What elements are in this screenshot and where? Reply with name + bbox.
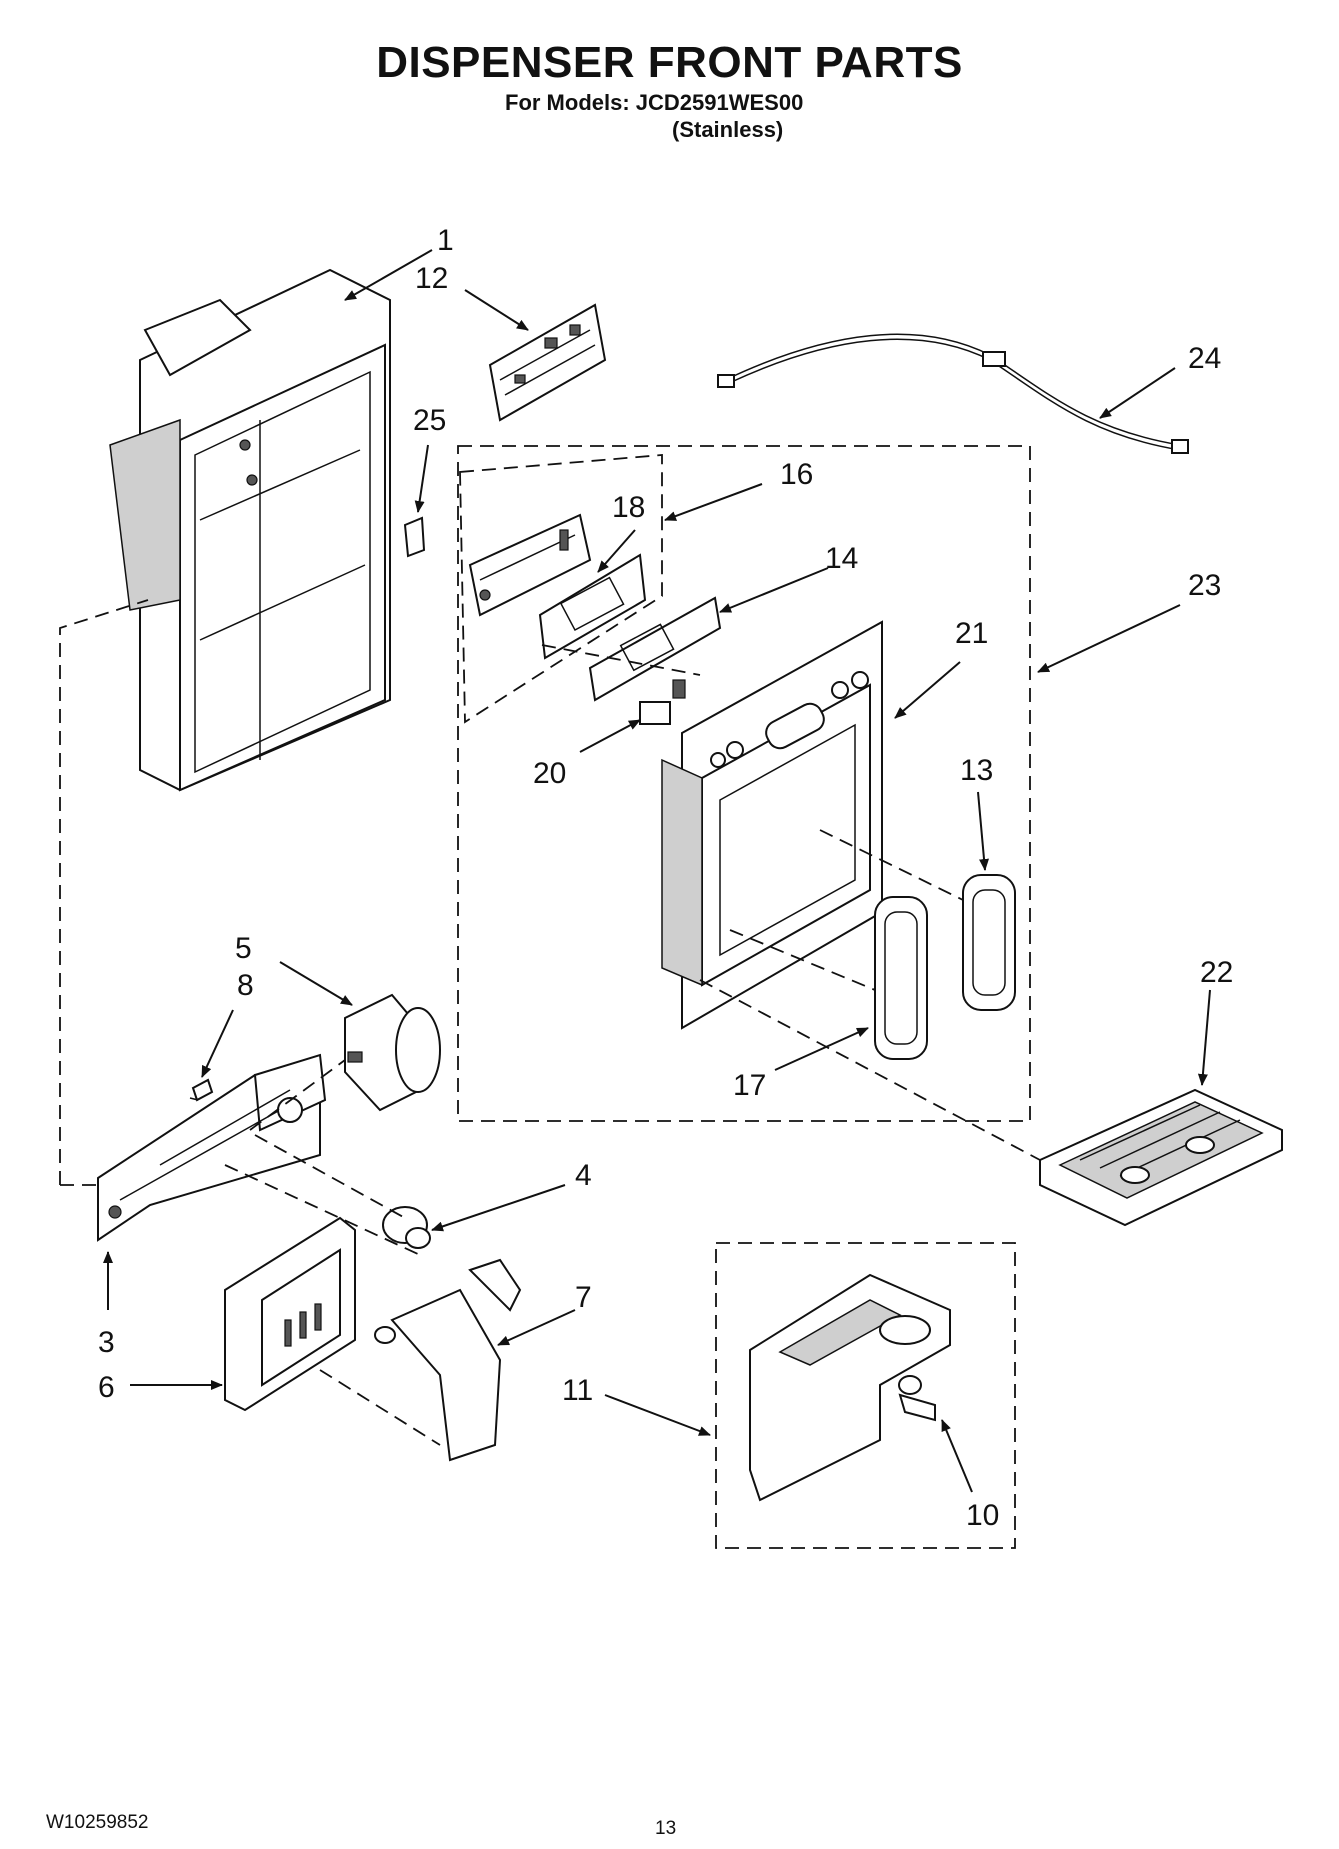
callout-16: 16: [780, 458, 813, 491]
part-25-tag: [403, 516, 426, 558]
callout-23: 23: [1188, 569, 1221, 602]
assembly-16-box: [459, 454, 663, 724]
callout-12: 12: [415, 262, 448, 295]
part-14-bracket: [538, 553, 722, 702]
callout-24: 24: [1188, 342, 1221, 375]
document-number: W10259852: [46, 1812, 149, 1833]
part-4-hub: [382, 1206, 431, 1249]
part-13-pad: [962, 874, 1016, 1011]
assembly-23-box: [457, 445, 1031, 1122]
part-7-actuator: [374, 1258, 522, 1462]
part-17-pad: [874, 896, 928, 1060]
page-number: 13: [655, 1818, 677, 1839]
part-24-wire-harness: [717, 333, 1189, 454]
part-18-ui-board: [468, 513, 592, 617]
callout-10: 10: [966, 1499, 999, 1532]
callout-20: 20: [533, 757, 566, 790]
part-8-screw: [189, 1078, 214, 1102]
part-5-motor: [344, 993, 441, 1112]
callout-21: 21: [955, 617, 988, 650]
callout-6: 6: [98, 1371, 115, 1404]
part-10-fitting: [898, 1375, 936, 1422]
callout-13: 13: [960, 754, 993, 787]
leader-lines: [103, 249, 1211, 1493]
callout-25: 25: [413, 404, 446, 437]
callout-11: 11: [562, 1374, 593, 1407]
part-22-drip-tray: [1039, 1088, 1283, 1227]
callout-1: 1: [437, 224, 454, 257]
part-11-chute: [749, 1273, 951, 1502]
callout-7: 7: [575, 1281, 592, 1314]
finish-line: (Stainless): [672, 117, 784, 142]
callout-3: 3: [98, 1326, 115, 1359]
part-6-paddle: [224, 1216, 356, 1412]
callout-18: 18: [612, 491, 645, 524]
callout-14: 14: [825, 542, 858, 575]
assembly-11-box: [715, 1242, 1016, 1549]
callout-22: 22: [1200, 956, 1233, 989]
callout-8: 8: [237, 969, 254, 1002]
part-13-pad-inner: [972, 889, 1006, 996]
part-12-control-board: [488, 303, 607, 422]
callout-17: 17: [733, 1069, 766, 1102]
callout-5: 5: [235, 932, 252, 965]
callout-labels: 1 12 24 25 16 18 14 23 21 20 13 17 22 5 …: [98, 224, 1233, 1532]
callout-4: 4: [575, 1159, 592, 1192]
part-17-pad-inner: [884, 911, 918, 1045]
part-21-dispenser-front: [661, 620, 883, 1030]
page-title: DISPENSER FRONT PARTS: [376, 38, 963, 87]
assembly-guide-lines: [59, 599, 1041, 1446]
part-3-bracket: [97, 1053, 327, 1242]
part-1-housing: [109, 268, 391, 792]
models-line: For Models: JCD2591WES00: [505, 90, 804, 115]
part-20-switch: [639, 679, 686, 725]
